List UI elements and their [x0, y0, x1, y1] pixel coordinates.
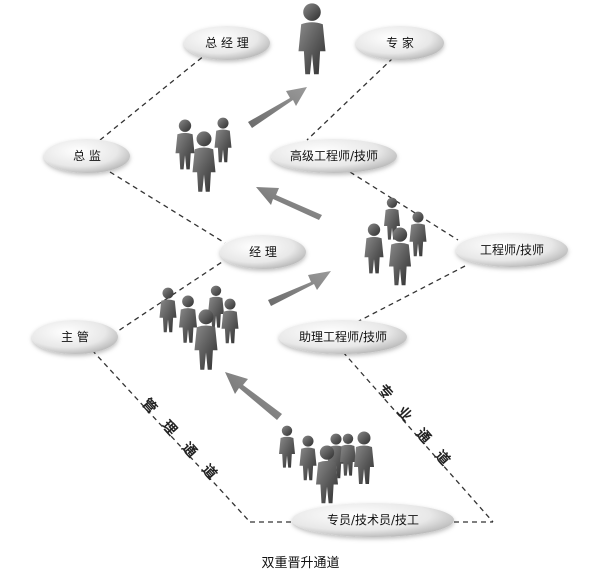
management-track-char-4: 道 — [198, 461, 220, 483]
figure-caption: 双重晋升通道 — [261, 556, 340, 571]
professional-track-char-2: 业 — [393, 404, 414, 425]
node-assistant-engineer: 助理工程师/技师 — [279, 320, 407, 354]
node-senior-engineer: 高级工程师/技师 — [271, 139, 397, 173]
position-nodes: 总 经 理 专 家 总 监 高级工程师/技师 经 理 工程师/技师 主 管 — [32, 26, 568, 537]
people-group-director-icon — [175, 117, 232, 192]
node-engineer-label: 工程师/技师 — [480, 242, 544, 257]
management-track-char-3: 通 — [178, 440, 199, 461]
people-group-engineer-icon — [364, 197, 427, 286]
connector-senior-engineer — [349, 171, 459, 241]
connector-engineer-assistant — [356, 265, 466, 323]
node-general-manager: 总 经 理 — [184, 26, 270, 60]
advancement-arrows — [225, 87, 331, 420]
node-director: 总 监 — [44, 139, 130, 173]
node-assistant-engineer-label: 助理工程师/技师 — [299, 329, 387, 344]
people-group-manager-icon — [159, 285, 239, 370]
person-icon-top — [298, 3, 326, 75]
node-supervisor: 主 管 — [32, 320, 118, 354]
arrow-up-left-bottom — [225, 372, 282, 420]
professional-track-char-1: 专 — [374, 381, 396, 403]
professional-track-char-4: 道 — [431, 447, 453, 469]
node-manager-label: 经 理 — [249, 245, 277, 259]
professional-track-char-3: 通 — [412, 426, 433, 447]
management-track-char-2: 理 — [158, 418, 179, 439]
management-track-label: 管 理 通 道 — [138, 395, 220, 483]
connector-director-manager — [109, 171, 226, 244]
connector-management-track — [91, 349, 251, 523]
management-track-char-1: 管 — [138, 395, 160, 417]
arrow-up-right-top — [248, 87, 307, 128]
dashed-connectors — [91, 54, 494, 523]
arrow-up-right-middle — [268, 271, 331, 306]
node-supervisor-label: 主 管 — [61, 329, 89, 344]
arrow-up-left-senior — [256, 187, 322, 220]
people-group-staff-icon — [279, 425, 374, 504]
node-staff: 专员/技术员/技工 — [292, 503, 454, 537]
professional-track-label: 专 业 通 道 — [374, 381, 453, 469]
node-general-manager-label: 总 经 理 — [205, 36, 249, 50]
node-manager: 经 理 — [220, 235, 306, 269]
node-staff-label: 专员/技术员/技工 — [327, 512, 419, 527]
connector-expert-senior — [306, 57, 394, 141]
node-expert: 专 家 — [356, 26, 444, 60]
node-expert-label: 专 家 — [386, 35, 414, 50]
connector-director-gm — [99, 54, 206, 141]
connector-professional-track — [342, 351, 494, 523]
node-senior-engineer-label: 高级工程师/技师 — [290, 148, 378, 163]
node-director-label: 总 监 — [73, 149, 101, 163]
node-engineer: 工程师/技师 — [456, 233, 568, 267]
